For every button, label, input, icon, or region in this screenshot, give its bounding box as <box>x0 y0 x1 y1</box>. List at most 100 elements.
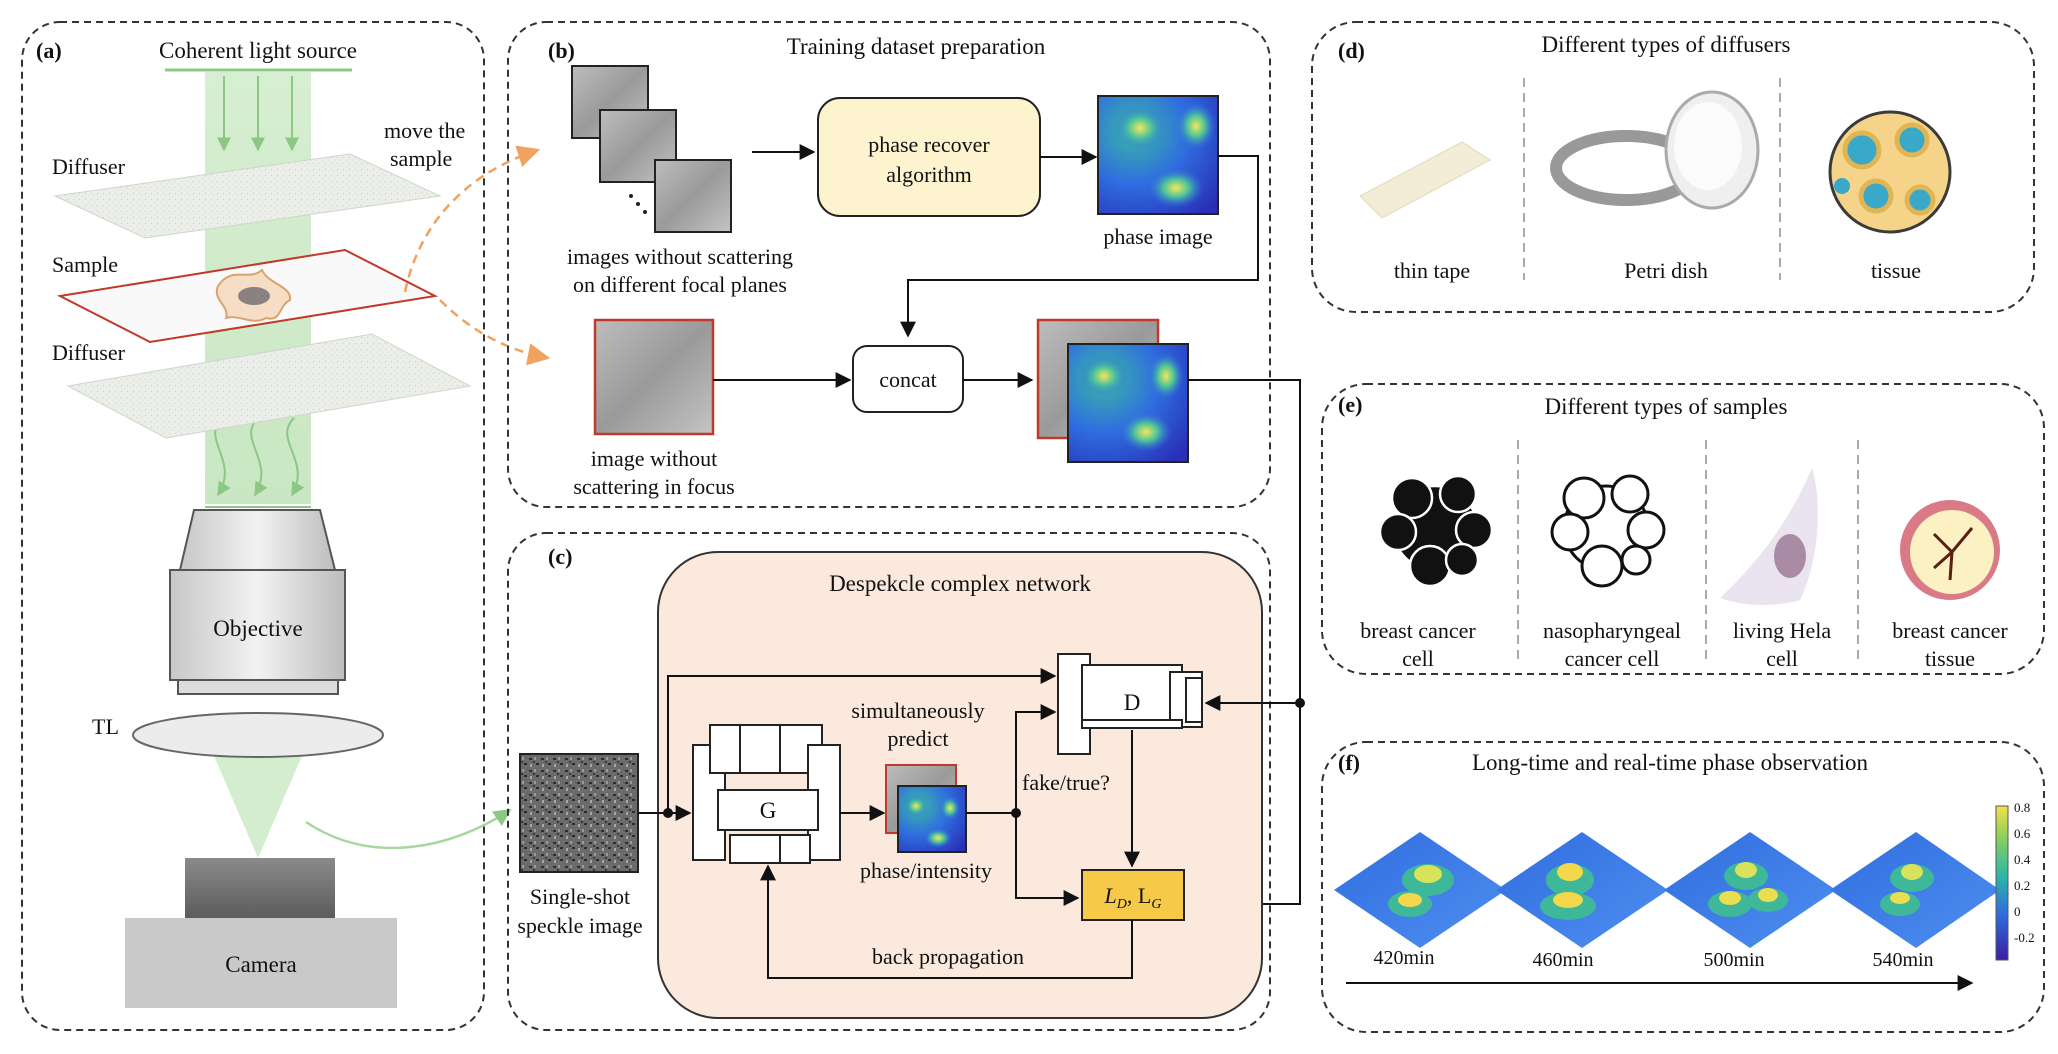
input-to-discriminator-arrow <box>667 668 1057 813</box>
panel-f-title: Long-time and real-time phase observatio… <box>1472 750 1868 775</box>
objective-top <box>178 509 337 571</box>
sample-item-4-line2: tissue <box>1925 646 1975 671</box>
panel-b: (b) Training dataset preparation images … <box>507 21 1301 912</box>
panel-f: (f) Long-time and real-time phase observ… <box>1321 741 2045 1033</box>
generator-label: G <box>760 798 777 823</box>
speckle-input-image <box>519 753 639 873</box>
input-caption-1: Single-shot <box>530 884 630 909</box>
camera-body <box>125 918 397 1008</box>
move-sample-label-2: sample <box>390 146 452 171</box>
back-propagation-label: back propagation <box>872 944 1024 969</box>
network-title: Despekcle complex network <box>829 571 1091 596</box>
phase-recover-label-1: phase recover <box>868 132 990 157</box>
loss-label: LD, LG <box>1104 883 1162 912</box>
diffuser-item-thin-tape: thin tape <box>1394 258 1470 283</box>
panel-b-label: (b) <box>548 38 575 63</box>
time-label-500: 500min <box>1703 949 1764 971</box>
objective-body <box>169 569 346 681</box>
diffuser-bottom <box>66 333 472 439</box>
output-caption: phase/intensity <box>860 858 992 883</box>
diffuser-top-label: Diffuser <box>52 154 126 179</box>
panel-b-frame <box>507 21 1271 508</box>
objective-base <box>177 679 339 695</box>
generator-network <box>692 724 841 864</box>
panel-e-title: Different types of samples <box>1545 394 1788 419</box>
objective-label: Objective <box>213 616 302 641</box>
predict-label-2: predict <box>887 726 948 751</box>
predicted-output-images <box>885 764 967 853</box>
sample-item-2-line2: cancer cell <box>1565 646 1660 671</box>
colorbar-tick-0-4: 0.4 <box>2014 852 2031 867</box>
camera-to-input-arrow <box>305 808 512 850</box>
gt-junction <box>1295 698 1305 708</box>
focused-beam-cone <box>205 735 311 858</box>
thin-tape-image <box>1359 141 1491 219</box>
panel-b-title: Training dataset preparation <box>787 34 1046 59</box>
diffuser-item-tissue: tissue <box>1871 258 1921 283</box>
time-label-460: 460min <box>1532 949 1593 971</box>
input-caption-2: speckle image <box>517 913 642 938</box>
light-source-label: Coherent light source <box>159 38 357 63</box>
surface-plot-3 <box>1664 832 1836 948</box>
colorbar-tick-0-8: 0.8 <box>2014 800 2030 815</box>
colorbar-tick-neg-0-2: -0.2 <box>2014 930 2035 945</box>
panel-e-frame <box>1321 383 2045 675</box>
focus-caption-1: image without <box>591 446 717 471</box>
panel-e: (e) Different types of samples <box>1321 383 2045 675</box>
panel-d: (d) Different types of diffusers thin ta… <box>1311 21 2035 313</box>
tube-lens <box>132 712 384 758</box>
camera-label: Camera <box>225 952 297 977</box>
surface-plot-4 <box>1830 832 2000 948</box>
time-label-420: 420min <box>1373 947 1434 969</box>
move-arrow-up <box>403 145 541 293</box>
colorbar-tick-0: 0 <box>2014 904 2021 919</box>
discriminator-label: D <box>1124 690 1141 715</box>
diffuser-item-petri-dish: Petri dish <box>1624 258 1708 283</box>
back-propagation-arrow <box>760 864 1133 979</box>
stack-caption-2: on different focal planes <box>573 272 787 297</box>
focal-plane-stack <box>571 65 732 233</box>
hela-cell-image <box>1720 468 1818 605</box>
panel-a-label: (a) <box>36 38 62 63</box>
sample-item-1-line2: cell <box>1402 646 1434 671</box>
loss-box <box>1081 869 1185 921</box>
fake-true-label: fake/true? <box>1022 770 1110 795</box>
sample-item-1-line1: breast cancer <box>1360 618 1476 643</box>
move-sample-label-1: move the <box>384 118 465 143</box>
sample-item-4-line1: breast cancer <box>1892 618 2008 643</box>
discriminator-network <box>1057 653 1203 755</box>
output-to-discriminator-arrow <box>1015 704 1057 813</box>
time-label-540: 540min <box>1872 949 1933 971</box>
colorbar-ticks: 0.8 0.6 0.4 0.2 0 -0.2 <box>2014 800 2035 945</box>
panel-f-frame <box>1321 741 2045 1033</box>
phase-to-concat-path <box>900 155 1259 338</box>
breast-cancer-tissue-image <box>1900 500 2000 600</box>
surface-plot-2 <box>1496 832 1668 948</box>
panel-f-label: (f) <box>1338 750 1360 775</box>
camera-sensor <box>185 858 335 918</box>
breast-cancer-cell-image <box>1378 474 1494 588</box>
nasopharyngeal-cell-image <box>1550 474 1666 588</box>
phase-recover-box <box>817 97 1041 217</box>
sample-label: Sample <box>52 252 118 277</box>
diffuser-top <box>53 153 442 239</box>
sample-item-2-line1: nasopharyngeal <box>1543 618 1681 643</box>
focus-caption-2: scattering in focus <box>573 474 734 499</box>
focus-image <box>593 318 715 436</box>
tissue-image <box>1828 110 1952 234</box>
panel-c-frame <box>507 532 1271 1031</box>
stack-caption-1: images without scattering <box>567 244 793 269</box>
move-arrow-down <box>439 299 551 366</box>
panel-d-label: (d) <box>1338 38 1365 63</box>
panel-d-frame <box>1311 21 2035 313</box>
panel-a: (a) Coherent light source Diffuser Sampl… <box>21 21 551 1031</box>
panel-c: (c) Despekcle complex network Single-sho… <box>507 532 1305 1031</box>
output-to-loss-arrow <box>1015 813 1080 906</box>
panel-d-title: Different types of diffusers <box>1542 32 1791 57</box>
sample-item-3-line1: living Hela <box>1733 618 1832 643</box>
panel-c-label: (c) <box>548 544 572 569</box>
petri-dish-image <box>1550 90 1760 210</box>
colorbar-tick-0-2: 0.2 <box>2014 878 2030 893</box>
phase-image <box>1097 95 1219 215</box>
